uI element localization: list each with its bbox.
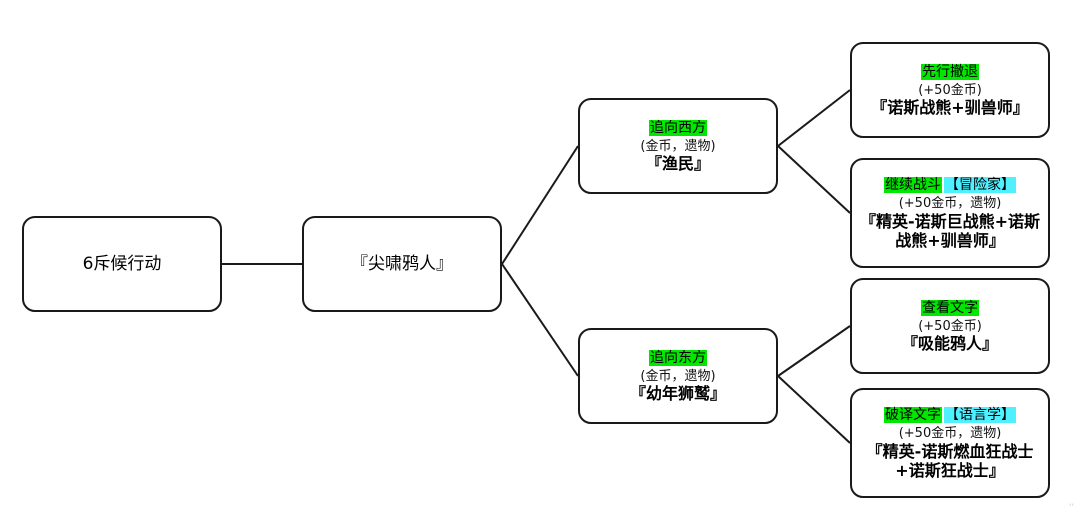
node-decipher[interactable]: 破译文字【语言学】 (+50金币，遗物) 『精英-诺斯燃血狂战士+诺斯狂战士』 bbox=[850, 388, 1050, 498]
node-east-outcome: 『幼年狮鹫』 bbox=[629, 384, 726, 404]
node-east-title-row: 追向东方 bbox=[649, 348, 707, 367]
node-decipher-option: 破译文字 bbox=[884, 407, 942, 424]
edge-west-to-fight bbox=[777, 145, 851, 214]
node-decipher-title-row: 破译文字【语言学】 bbox=[884, 405, 1016, 424]
node-event[interactable]: 『尖啸鸦人』 bbox=[302, 216, 502, 312]
node-event-label: 『尖啸鸦人』 bbox=[351, 253, 453, 274]
node-read-outcome: 『吸能鸦人』 bbox=[901, 334, 998, 354]
node-decipher-skill: 【语言学】 bbox=[944, 407, 1016, 424]
node-read[interactable]: 查看文字 (+50金币) 『吸能鸦人』 bbox=[850, 278, 1050, 374]
node-retreat-title-row: 先行撤退 bbox=[921, 62, 979, 81]
node-east-option: 追向东方 bbox=[649, 349, 707, 366]
node-decipher-outcome: 『精英-诺斯燃血狂战士+诺斯狂战士』 bbox=[866, 441, 1034, 480]
node-west[interactable]: 追向西方 (金币，遗物) 『渔民』 bbox=[578, 98, 778, 194]
node-fight-outcome: 『精英-诺斯巨战熊+诺斯战熊+驯兽师』 bbox=[859, 211, 1041, 250]
node-root-label: 6斥候行动 bbox=[82, 253, 162, 274]
edge-east-to-read bbox=[777, 325, 851, 377]
node-retreat[interactable]: 先行撤退 (+50金币) 『诺斯战熊+驯兽师』 bbox=[850, 42, 1050, 138]
node-retreat-option: 先行撤退 bbox=[921, 63, 979, 80]
node-retreat-outcome: 『诺斯战熊+驯兽师』 bbox=[871, 98, 1029, 118]
node-read-title-row: 查看文字 bbox=[921, 298, 979, 317]
node-west-option: 追向西方 bbox=[649, 119, 707, 136]
node-fight-title-row: 继续战斗【冒险家】 bbox=[884, 175, 1016, 194]
node-fight-reward: (+50金币，遗物) bbox=[898, 196, 1002, 212]
node-fight-skill: 【冒险家】 bbox=[944, 177, 1016, 194]
node-east-reward: (金币，遗物) bbox=[640, 368, 716, 384]
edge-event-to-east bbox=[501, 263, 579, 377]
node-read-reward: (+50金币) bbox=[918, 318, 982, 334]
edge-east-to-decipher bbox=[777, 375, 851, 444]
node-retreat-reward: (+50金币) bbox=[918, 82, 982, 98]
node-fight-option: 继续战斗 bbox=[884, 177, 942, 194]
watermark: '' bbox=[1069, 503, 1074, 513]
node-west-outcome: 『渔民』 bbox=[645, 154, 710, 174]
node-west-title-row: 追向西方 bbox=[649, 118, 707, 137]
node-east[interactable]: 追向东方 (金币，遗物) 『幼年狮鹫』 bbox=[578, 328, 778, 424]
edge-event-to-west bbox=[501, 145, 579, 265]
node-root[interactable]: 6斥候行动 bbox=[22, 216, 222, 312]
node-west-reward: (金币，遗物) bbox=[640, 138, 716, 154]
node-decipher-reward: (+50金币，遗物) bbox=[898, 426, 1002, 442]
node-read-option: 查看文字 bbox=[921, 299, 979, 316]
edge-west-to-retreat bbox=[777, 89, 851, 147]
node-fight[interactable]: 继续战斗【冒险家】 (+50金币，遗物) 『精英-诺斯巨战熊+诺斯战熊+驯兽师』 bbox=[850, 158, 1050, 268]
